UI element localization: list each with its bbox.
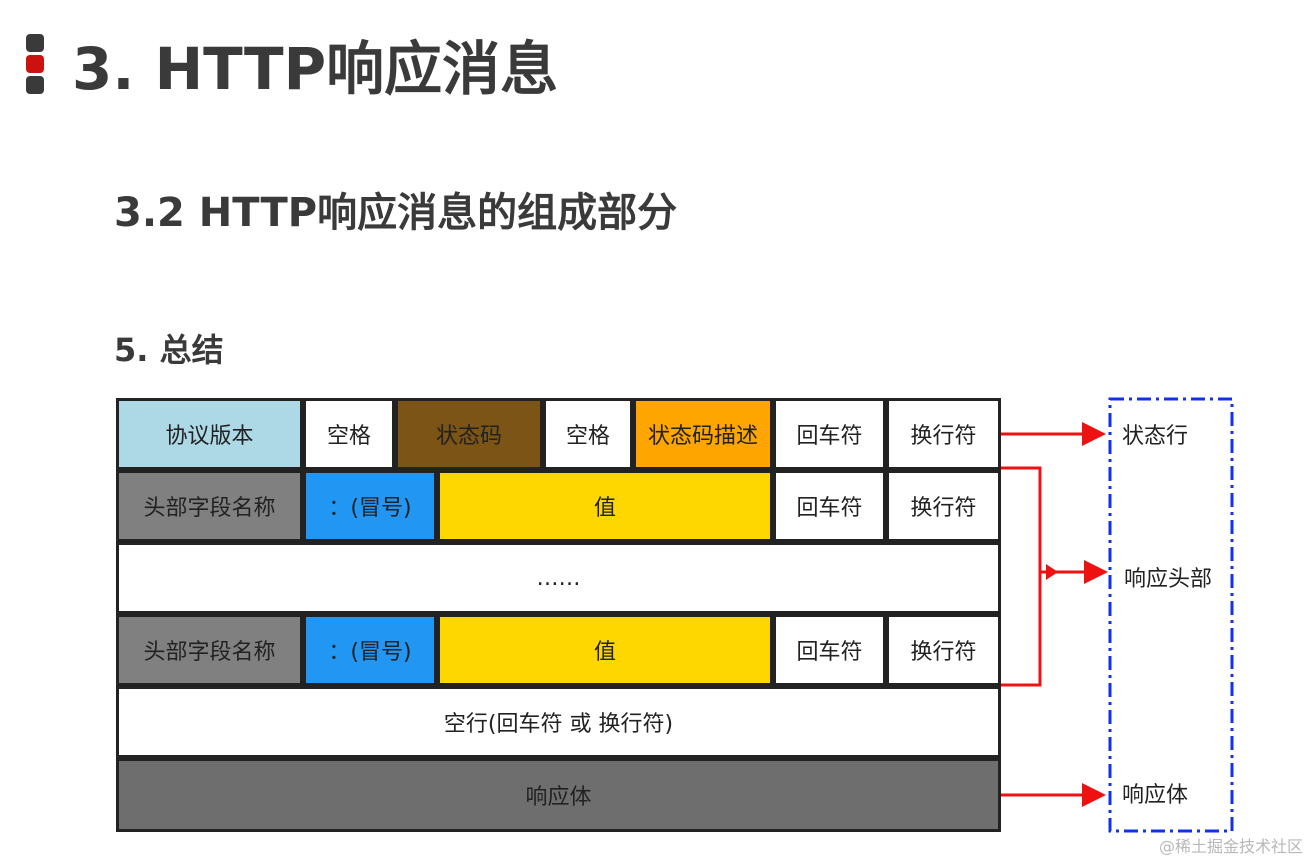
status-description-cell: 状态码描述 xyxy=(633,398,773,470)
ellipsis-row: …… xyxy=(116,542,1001,614)
colon-cell: ：(冒号) xyxy=(303,614,437,686)
carriage-return-cell: 回车符 xyxy=(773,470,886,542)
header-value-cell: 值 xyxy=(437,614,773,686)
blank-line-row: 空行(回车符 或 换行符) xyxy=(116,686,1001,758)
response-sections-bracket xyxy=(1108,397,1234,833)
logo-bar-middle xyxy=(26,55,44,73)
status-line-label: 状态行 xyxy=(1122,424,1189,449)
status-code-cell: 状态码 xyxy=(395,398,543,470)
header-name-cell: 头部字段名称 xyxy=(116,614,303,686)
header-name-cell: 头部字段名称 xyxy=(116,470,303,542)
logo-bar-bottom xyxy=(26,76,44,94)
section-heading: 5. 总结 xyxy=(114,331,224,369)
carriage-return-cell: 回车符 xyxy=(773,614,886,686)
space-cell: 空格 xyxy=(303,398,395,470)
response-body-row: 响应体 xyxy=(116,758,1001,832)
body-arrow xyxy=(1001,783,1106,807)
response-headers-label: 响应头部 xyxy=(1124,567,1213,592)
response-body-label: 响应体 xyxy=(1122,783,1189,808)
line-feed-cell: 换行符 xyxy=(886,614,1001,686)
carriage-return-cell: 回车符 xyxy=(773,398,886,470)
protocol-version-cell: 协议版本 xyxy=(116,398,303,470)
page-title: 3. HTTP响应消息 xyxy=(72,35,559,103)
line-feed-cell: 换行符 xyxy=(886,470,1001,542)
space-cell: 空格 xyxy=(543,398,633,470)
headers-bracket-arrow xyxy=(1001,466,1108,687)
status-line-arrow xyxy=(1001,422,1106,446)
section-subtitle: 3.2 HTTP响应消息的组成部分 xyxy=(114,190,678,236)
colon-cell: ：(冒号) xyxy=(303,470,437,542)
header-value-cell: 值 xyxy=(437,470,773,542)
line-feed-cell: 换行符 xyxy=(886,398,1001,470)
logo-bar-top xyxy=(26,34,44,52)
watermark: @稀土掘金技术社区 xyxy=(1158,837,1303,856)
